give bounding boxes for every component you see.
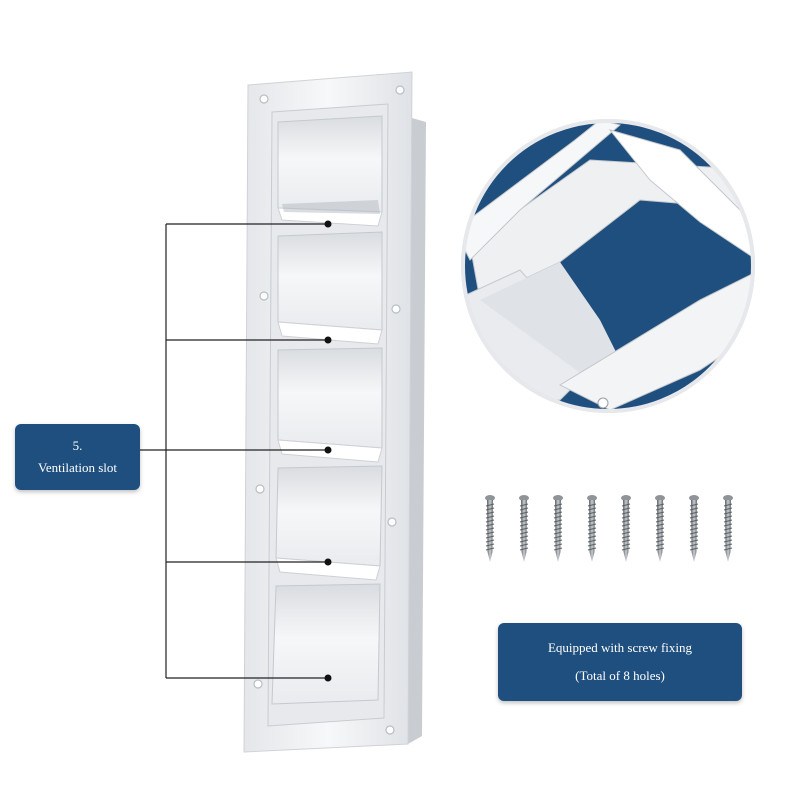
mounting-hole	[385, 725, 395, 735]
callout-text: Ventilation slot	[37, 460, 118, 475]
leader-dot	[324, 446, 332, 454]
vent-slat	[275, 465, 383, 581]
mounting-holes	[253, 85, 405, 735]
mounting-hole	[253, 679, 263, 689]
callout-number: 5.	[72, 438, 83, 453]
screw-fixing-text: Equipped with screw fixing	[547, 640, 693, 655]
vent-side-shadow	[408, 118, 426, 744]
zoom-detail	[461, 119, 755, 413]
holes-count-text: (Total of 8 holes)	[575, 668, 665, 683]
zoom-ring	[461, 119, 755, 413]
screws-group	[485, 495, 733, 562]
vent-product	[243, 71, 426, 753]
screw-icon	[689, 495, 699, 562]
vent-slat	[277, 115, 383, 227]
screw-icon	[621, 495, 631, 562]
vent-slat	[271, 583, 381, 705]
screw-icon	[587, 495, 597, 562]
leader-dot	[324, 336, 332, 344]
mounting-hole	[387, 517, 397, 527]
vent-slat	[277, 347, 383, 463]
mounting-hole	[395, 85, 405, 95]
leader-dots	[324, 220, 332, 682]
screw-fixing-callout: Equipped with screw fixing (Total of 8 h…	[498, 623, 742, 701]
vent-slats	[271, 115, 383, 705]
callout-leader-lines	[140, 223, 328, 679]
ventilation-slot-callout: 5. Ventilation slot	[15, 424, 140, 490]
screw-icon	[519, 495, 529, 562]
screw-icon	[485, 495, 495, 562]
screw-icon	[553, 495, 563, 562]
screw-icon	[655, 495, 665, 562]
leader-dot	[324, 674, 332, 682]
mounting-hole	[255, 484, 265, 494]
mounting-hole	[259, 94, 269, 104]
mounting-hole	[259, 291, 269, 301]
mounting-hole	[391, 304, 401, 314]
leader-dot	[324, 220, 332, 228]
zoom-hole	[597, 397, 609, 409]
leader-dot	[324, 558, 332, 566]
screw-icon	[723, 495, 733, 562]
vent-slat	[277, 231, 383, 345]
